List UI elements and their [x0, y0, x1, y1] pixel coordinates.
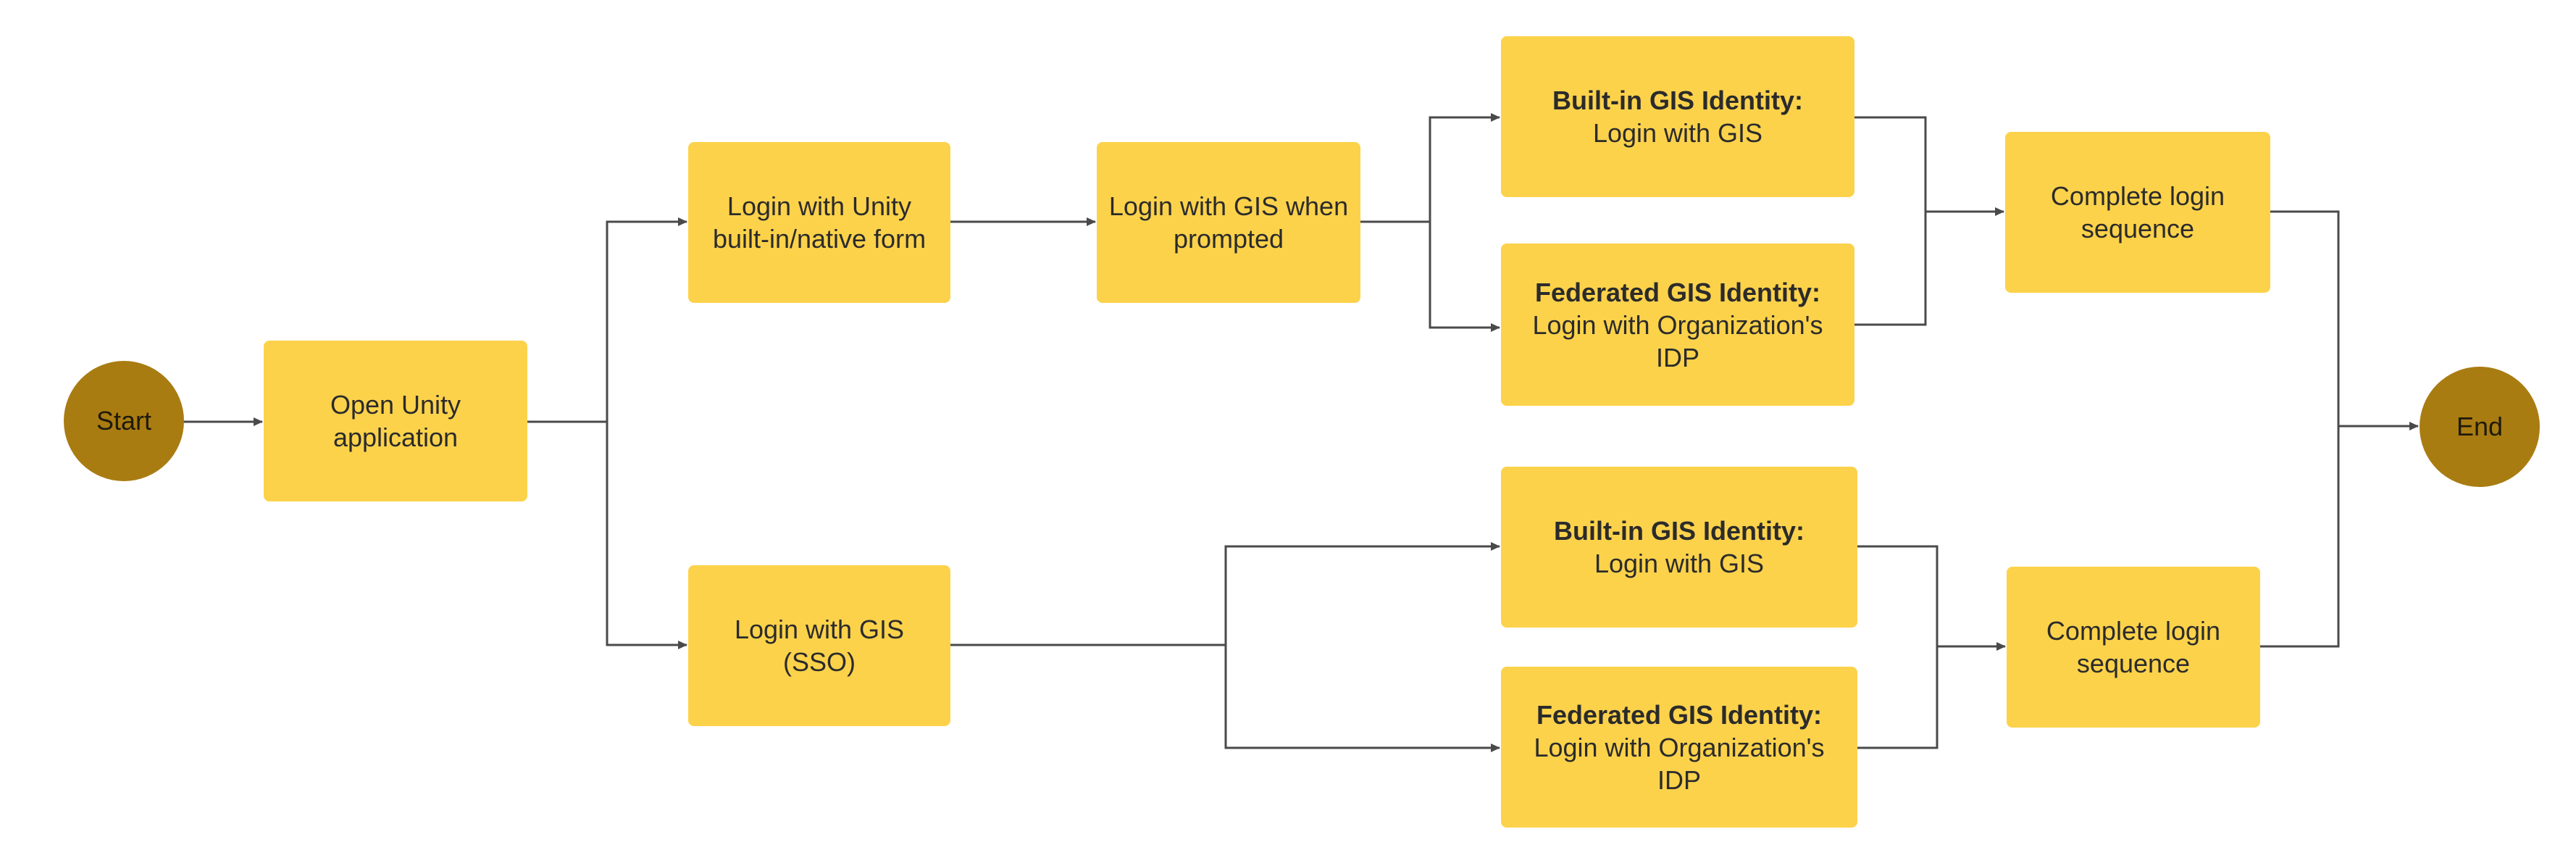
connector-complete-bottom-to-end: [2259, 426, 2340, 648]
connector-branch-to-unity: [606, 217, 687, 422]
federated-identity-top-text: Login with Organization's IDP: [1532, 309, 1823, 372]
login-sso-node: Login with GIS (SSO): [688, 565, 950, 726]
builtin-identity-top-title: Built-in GIS Identity:: [1552, 86, 1803, 115]
login-gis-prompt-node: Login with GIS when prompted: [1097, 142, 1360, 303]
start-node: Start: [64, 361, 184, 481]
connector-split-to-federated-bottom: [1224, 645, 1500, 752]
builtin-identity-top-text: Login with GIS: [1592, 118, 1763, 148]
federated-identity-bottom-node: Federated GIS Identity: Login with Organ…: [1501, 667, 1857, 828]
end-label: End: [2456, 412, 2504, 441]
connector-builtin-bottom-to-merge: [1856, 545, 1939, 646]
federated-identity-bottom-text: Login with Organization's IDP: [1534, 732, 1825, 795]
federated-identity-top-node: Federated GIS Identity: Login with Organ…: [1501, 243, 1854, 406]
connector-complete-top-to-end: [2270, 210, 2340, 426]
connector-builtin-top-to-merge: [1853, 116, 1927, 212]
end-node: End: [2420, 367, 2540, 487]
connector-split-to-federated-top: [1429, 222, 1500, 332]
start-label: Start: [96, 406, 152, 436]
connector-split-to-builtin-bottom: [1224, 542, 1500, 645]
connector-branch-to-sso: [606, 422, 687, 649]
complete-login-top-label: Complete login sequence: [2050, 181, 2225, 243]
complete-login-bottom-node: Complete login sequence: [2007, 567, 2260, 728]
open-app-node: Open Unity application: [264, 341, 527, 501]
federated-identity-top-title: Federated GIS Identity:: [1534, 277, 1821, 307]
connector-federated-bottom-to-merge: [1856, 646, 1939, 749]
connector-split-to-builtin-top: [1429, 113, 1500, 222]
login-sso-label: Login with GIS (SSO): [734, 615, 905, 677]
builtin-identity-bottom-node: Built-in GIS Identity: Login with GIS: [1501, 467, 1857, 628]
complete-login-bottom-label: Complete login sequence: [2046, 616, 2221, 678]
builtin-identity-bottom-text: Login with GIS: [1594, 549, 1765, 578]
builtin-identity-top-node: Built-in GIS Identity: Login with GIS: [1501, 36, 1854, 197]
login-unity-label: Login with Unity built-in/native form: [712, 191, 927, 254]
login-gis-prompt-label: Login with GIS when prompted: [1108, 191, 1349, 254]
login-unity-node: Login with Unity built-in/native form: [688, 142, 950, 303]
builtin-identity-bottom-title: Built-in GIS Identity:: [1554, 516, 1805, 546]
connector-federated-top-to-merge: [1853, 212, 1927, 326]
open-app-label: Open Unity application: [330, 390, 461, 452]
complete-login-top-node: Complete login sequence: [2005, 132, 2270, 293]
federated-identity-bottom-title: Federated GIS Identity:: [1536, 699, 1823, 730]
